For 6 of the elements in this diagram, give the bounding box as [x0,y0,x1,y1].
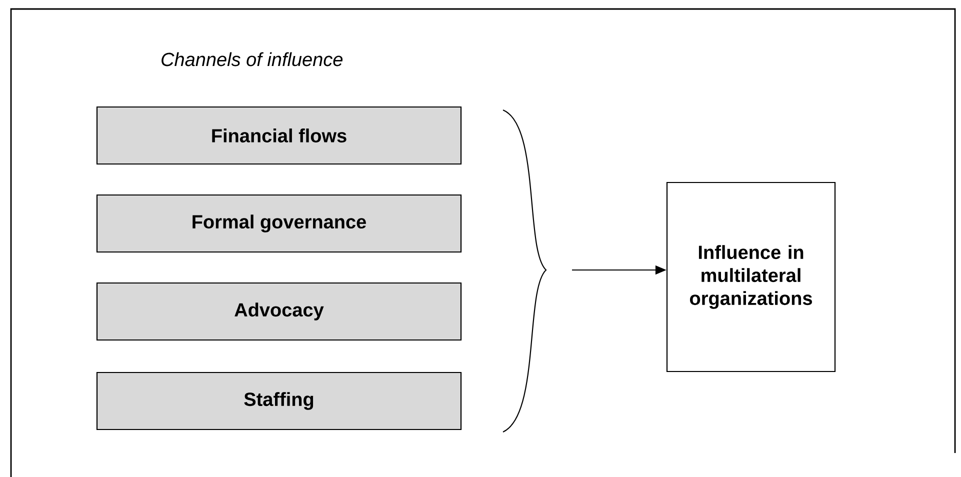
outcome-box: Influence in multilateral organizations [666,182,836,372]
channel-box: Staffing [96,372,462,430]
channel-box: Financial flows [96,106,462,165]
channel-box: Advocacy [96,282,462,341]
channel-box: Formal governance [96,194,462,253]
heading: Channels of influence [162,52,343,66]
